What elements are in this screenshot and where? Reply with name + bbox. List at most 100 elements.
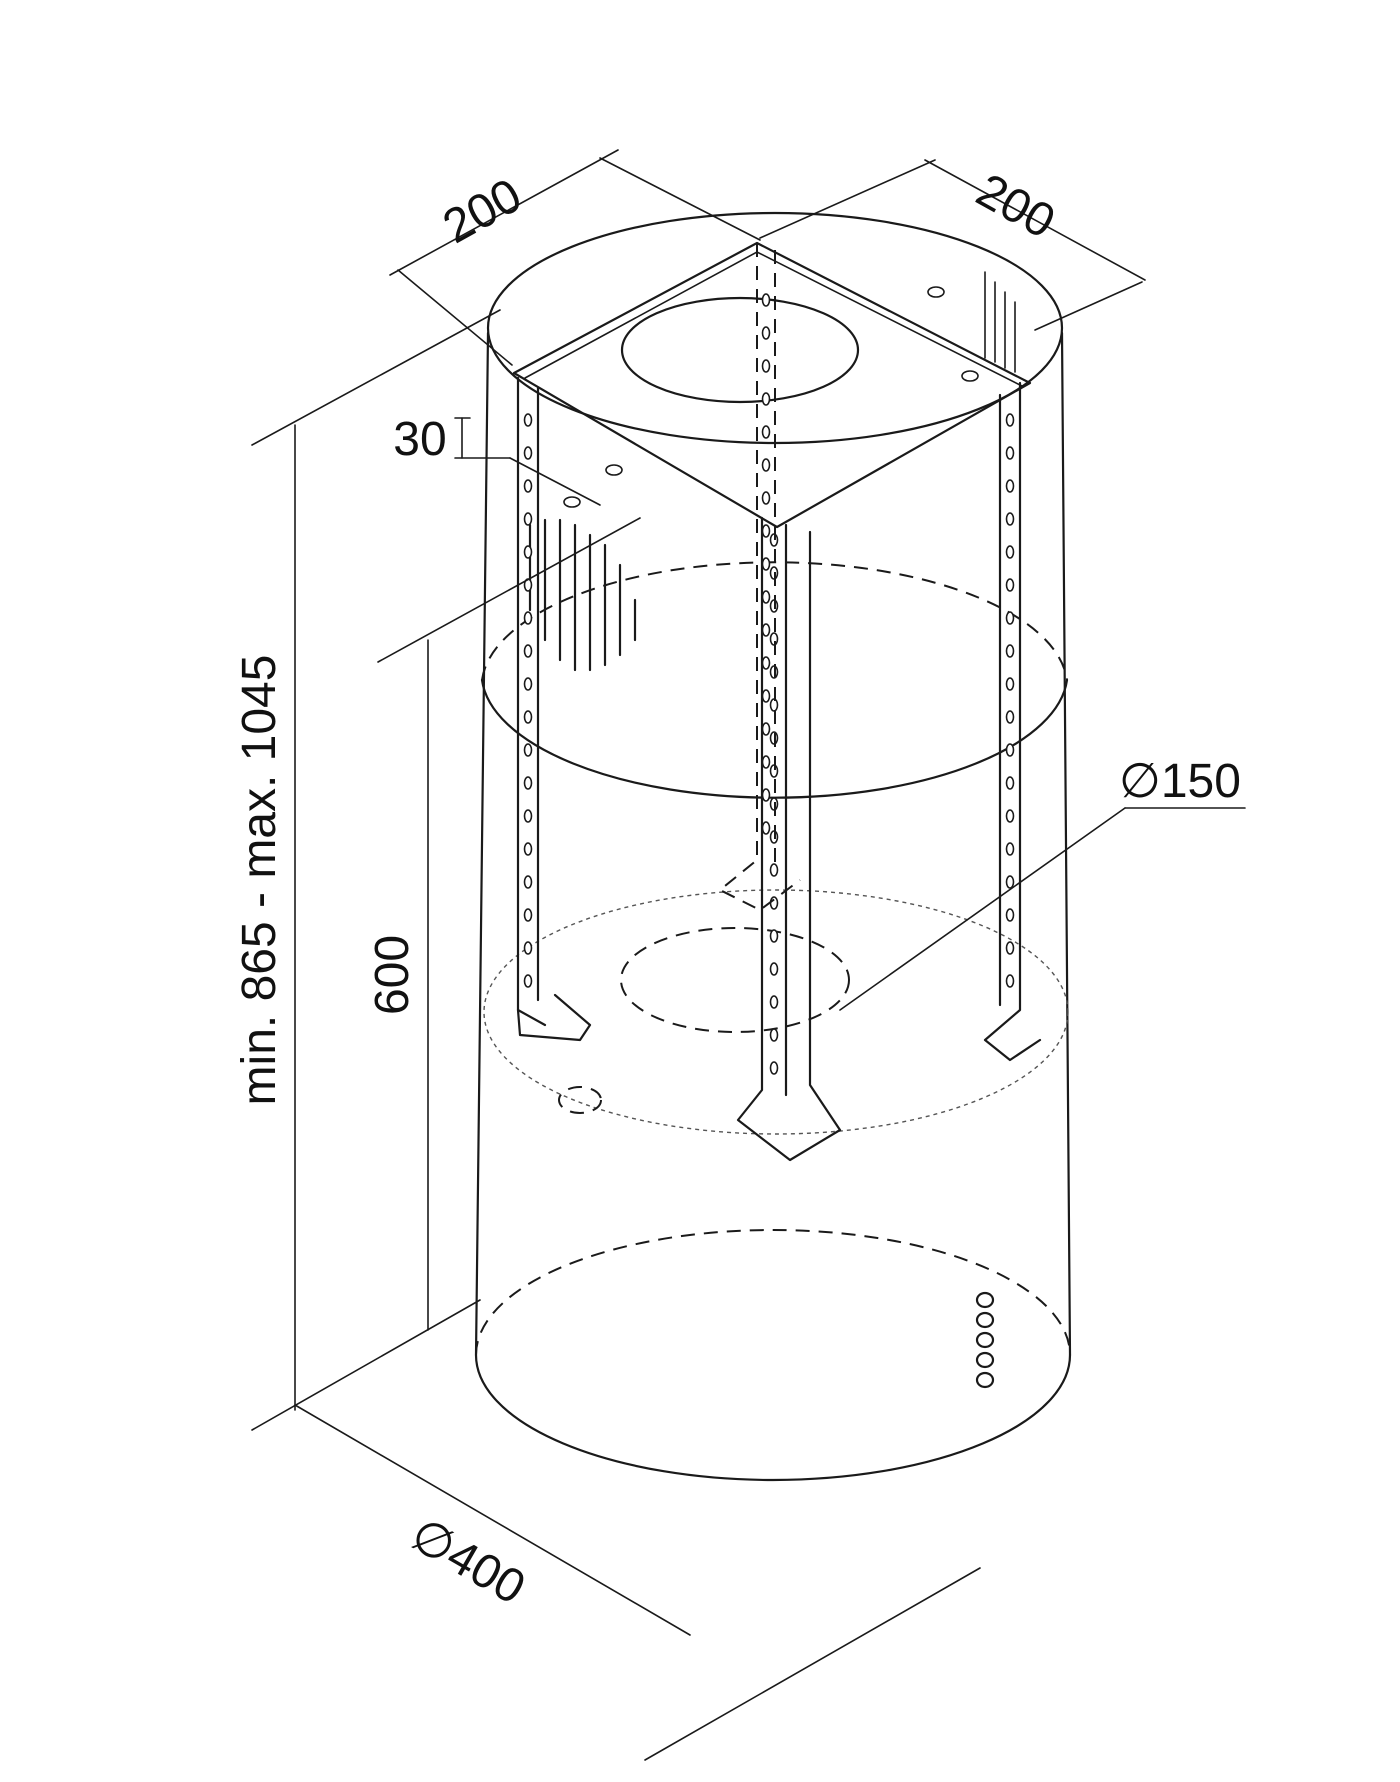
frame-hole [523, 446, 533, 460]
frame-hole [523, 644, 533, 658]
frame-hole [769, 995, 779, 1009]
dim-label-600: 600 [366, 935, 419, 1015]
frame-hole [769, 1061, 779, 1075]
frame-hole [523, 611, 533, 625]
duct-outlet [620, 927, 850, 1033]
frame-hole [1005, 908, 1015, 922]
frame-hole [761, 359, 771, 373]
control-button [975, 1291, 995, 1309]
frame-hole [523, 974, 533, 988]
frame-hole [1005, 776, 1015, 790]
frame-hole [1005, 512, 1015, 526]
plate-duct-hole [620, 296, 860, 404]
bottom-rim-back [475, 1229, 1071, 1356]
frame-hole [523, 842, 533, 856]
frame-hole [769, 929, 779, 943]
frame-hole [761, 293, 771, 307]
plate-inner-edge [524, 251, 1023, 387]
frame-hole [523, 776, 533, 790]
dim-label-200-right: 200 [968, 164, 1064, 249]
vent-slots [528, 518, 637, 672]
control-button [975, 1331, 995, 1349]
dim-30: 30 [393, 413, 601, 506]
dim-label-total-height: min. 865 - max. 1045 [233, 655, 286, 1106]
frame-hole [1005, 578, 1015, 592]
frame-hole [1005, 413, 1015, 427]
leg-right [983, 381, 1042, 1062]
frame-hole [761, 656, 771, 670]
dim-label-400: ∅400 [402, 1508, 534, 1615]
frame-hole [523, 545, 533, 559]
body-right-edge [1060, 331, 1072, 1357]
frame-hole [761, 755, 771, 769]
frame-hole [1005, 842, 1015, 856]
plate-hole-4 [961, 370, 979, 382]
frame-hole [761, 788, 771, 802]
dim-total-height: min. 865 - max. 1045 [233, 309, 501, 1411]
dim-600: 600 [366, 517, 641, 1331]
frame-hole [761, 623, 771, 637]
frame-hole [523, 941, 533, 955]
frame-hole [761, 557, 771, 571]
frame-hole [1005, 611, 1015, 625]
frame-legs [516, 243, 1042, 1162]
frame-hole [761, 458, 771, 472]
light-slot [558, 1086, 602, 1114]
frame-hole [523, 908, 533, 922]
leg-front [736, 516, 842, 1162]
frame-hole [523, 743, 533, 757]
dim-200-left: 200 [389, 149, 761, 366]
frame-hole [523, 875, 533, 889]
frame-hole [1005, 545, 1015, 559]
frame-hole [769, 1028, 779, 1042]
control-button [975, 1351, 995, 1369]
frame-hole [761, 722, 771, 736]
control-button [975, 1371, 995, 1389]
frame-hole [523, 809, 533, 823]
frame-hole [523, 479, 533, 493]
dim-150: ∅150 [839, 755, 1246, 1011]
frame-hole [1005, 677, 1015, 691]
dim-200-right: 200 [759, 159, 1146, 331]
mounting-plate [512, 241, 1032, 529]
frame-hole [1005, 941, 1015, 955]
frame-hole [761, 821, 771, 835]
frame-hole [761, 491, 771, 505]
plate-outline [512, 241, 1032, 529]
frame-hole [769, 896, 779, 910]
control-button [975, 1311, 995, 1329]
body-left-edge [474, 331, 490, 1357]
frame-hole [769, 863, 779, 877]
frame-hole [1005, 743, 1015, 757]
dim-400: ∅400 [251, 1299, 981, 1761]
leg-left [516, 376, 592, 1042]
frame-hole [761, 590, 771, 604]
frame-hole [761, 326, 771, 340]
frame-hole [761, 524, 771, 538]
frame-hole [523, 413, 533, 427]
frame-hole [761, 392, 771, 406]
bottom-rim-front [474, 1353, 1072, 1482]
frame-hole [761, 689, 771, 703]
filter-circle [483, 889, 1069, 1135]
frame-hole [1005, 809, 1015, 823]
frame-hole [1005, 710, 1015, 724]
frame-hole [769, 962, 779, 976]
frame-hole [523, 710, 533, 724]
frame-hole [523, 512, 533, 526]
frame-hole [1005, 875, 1015, 889]
leg-back [718, 243, 801, 912]
plate-hole-2 [927, 286, 945, 298]
frame-hole [1005, 479, 1015, 493]
frame-hole [1005, 644, 1015, 658]
control-buttons [975, 1291, 995, 1389]
frame-hole [1005, 446, 1015, 460]
frame-hole [1005, 974, 1015, 988]
dim-label-200-left: 200 [435, 169, 531, 254]
dim-label-150: ∅150 [1119, 755, 1241, 808]
plate-hole-3 [563, 496, 581, 508]
frame-hole [761, 425, 771, 439]
frame-hole [523, 677, 533, 691]
dim-label-30: 30 [393, 413, 446, 466]
